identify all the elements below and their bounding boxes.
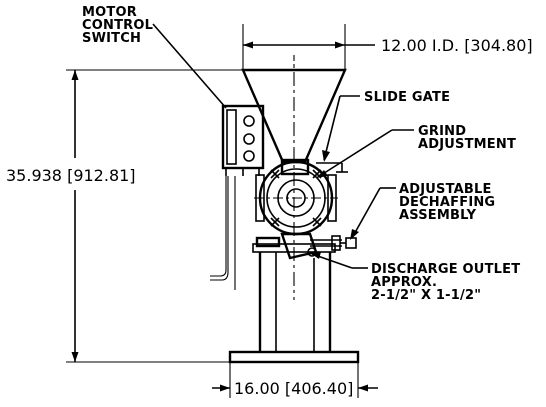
grind-label-line1: GRIND xyxy=(418,124,466,139)
base-width-text: 16.00 [406.40] xyxy=(234,379,353,398)
grinder-housing xyxy=(254,158,348,236)
motor-control-switch-box xyxy=(210,104,265,290)
height-dimension xyxy=(66,69,243,363)
grind-label-line2: ADJUSTMENT xyxy=(418,137,516,152)
discharge-label-line3: 2-1/2" X 1-1/2" xyxy=(371,288,481,303)
discharge-label-line2: APPROX. xyxy=(371,275,437,290)
motor-label-line3: SWITCH xyxy=(82,31,141,46)
dechaffing-label-line3: ASSEMBLY xyxy=(399,208,477,223)
slide-gate-label: SLIDE GATE xyxy=(364,90,450,105)
top-width-text: 12.00 I.D. [304.80] xyxy=(381,36,533,55)
motor-label-line2: CONTROL xyxy=(82,18,153,33)
top-width-dimension xyxy=(242,24,375,70)
stand xyxy=(228,236,360,364)
motor-label-line1: MOTOR xyxy=(82,5,137,20)
height-text: 35.938 [912.81] xyxy=(6,166,136,185)
discharge-label-line1: DISCHARGE OUTLET xyxy=(371,262,520,277)
dechaffing-label-line2: DECHAFFING xyxy=(399,195,495,210)
base-width-dimension xyxy=(212,362,378,398)
dechaffing-label-line1: ADJUSTABLE xyxy=(399,182,492,197)
leader-lines xyxy=(152,23,414,269)
